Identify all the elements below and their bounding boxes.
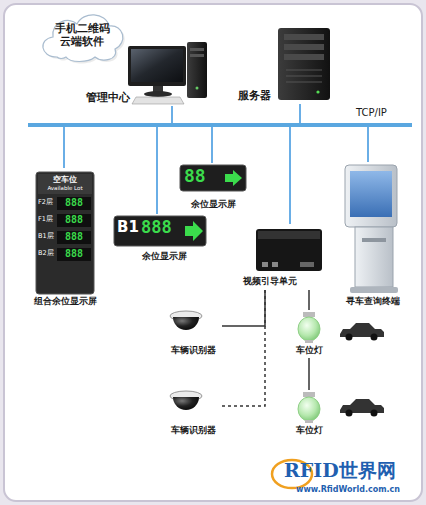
count-digits: 888 xyxy=(57,248,91,260)
count-digits: 888 xyxy=(57,214,91,226)
connector xyxy=(171,106,173,123)
count-digits: 888 xyxy=(141,218,189,238)
device-caption: 服务器 xyxy=(238,90,278,103)
floor-label: B2层 xyxy=(38,250,58,257)
connector xyxy=(222,290,265,326)
network-bus: TCP/IP xyxy=(28,123,412,127)
connector xyxy=(289,127,291,224)
connector xyxy=(308,358,310,390)
camera-node: 车辆识别器 xyxy=(164,390,222,438)
kiosk-icon xyxy=(345,165,398,293)
cloud-shape xyxy=(43,15,123,62)
device-caption: 车辆识别器 xyxy=(160,425,226,435)
kiosk-node: 寻车查询终端 xyxy=(338,162,408,312)
count-digits: 888 xyxy=(57,231,91,243)
car-icon xyxy=(340,399,384,417)
video-unit-node: 视频引导单元 xyxy=(234,224,324,290)
camera-icon xyxy=(170,311,202,330)
camera-icon xyxy=(170,391,202,410)
connector xyxy=(63,127,65,168)
device-caption: 组合余位显示屏 xyxy=(28,296,102,306)
combined-display-node: 空车位Available LotF2层888F1层888B1层888B2层888… xyxy=(32,168,98,310)
device-caption: 管理中心 xyxy=(86,92,132,105)
remaining-display xyxy=(114,216,206,246)
device-caption: 车位灯 xyxy=(286,345,332,355)
floor-label: F1层 xyxy=(38,216,58,223)
watermark: RFID世界网 xyxy=(284,460,420,482)
computer-node: 管理中心 xyxy=(86,40,208,106)
connector xyxy=(367,127,369,162)
watermark-url: www.RfidWorld.com.cn xyxy=(296,485,416,494)
device-caption: 手机二维码 云端软件 xyxy=(52,23,112,48)
device-caption: 余位显示屏 xyxy=(136,251,192,261)
device-caption: 寻车查询终端 xyxy=(340,296,406,306)
remaining-display xyxy=(180,165,246,191)
display-node: 88 余位显示屏 xyxy=(178,163,248,213)
car-icon xyxy=(340,323,384,341)
floor-label: B1层 xyxy=(38,233,58,240)
count-digits: 88 xyxy=(184,166,224,187)
server-icon xyxy=(278,28,330,100)
light-node: 车位灯 xyxy=(292,390,326,438)
connector xyxy=(299,104,301,123)
computer-icon xyxy=(128,42,207,104)
device-caption: 余位显示屏 xyxy=(185,199,241,209)
space-light-icon xyxy=(298,392,320,423)
light-node: 车位灯 xyxy=(292,310,326,358)
connector xyxy=(308,290,310,310)
connector xyxy=(222,290,265,406)
connector xyxy=(211,127,213,163)
camera-node: 车辆识别器 xyxy=(164,310,222,358)
server-node: 服务器 xyxy=(236,26,330,104)
cloud-node: 手机二维码 云端软件 xyxy=(42,12,122,62)
device-caption: 车辆识别器 xyxy=(160,345,226,355)
connector xyxy=(156,127,158,214)
display-node: B1888 余位显示屏 xyxy=(112,214,208,266)
panel-heading: 空车位 xyxy=(36,175,94,184)
device-caption: 视频引导单元 xyxy=(234,276,306,286)
panel-subheading: Available Lot xyxy=(34,185,96,191)
floor-label: F2层 xyxy=(38,199,58,206)
frame xyxy=(4,4,422,501)
count-digits: 888 xyxy=(57,197,91,209)
floor-label: B1 xyxy=(117,219,143,236)
bus-label: TCP/IP xyxy=(356,107,406,119)
video-unit-box xyxy=(256,229,322,271)
device-caption: 车位灯 xyxy=(286,425,332,435)
space-light-icon xyxy=(298,312,320,343)
